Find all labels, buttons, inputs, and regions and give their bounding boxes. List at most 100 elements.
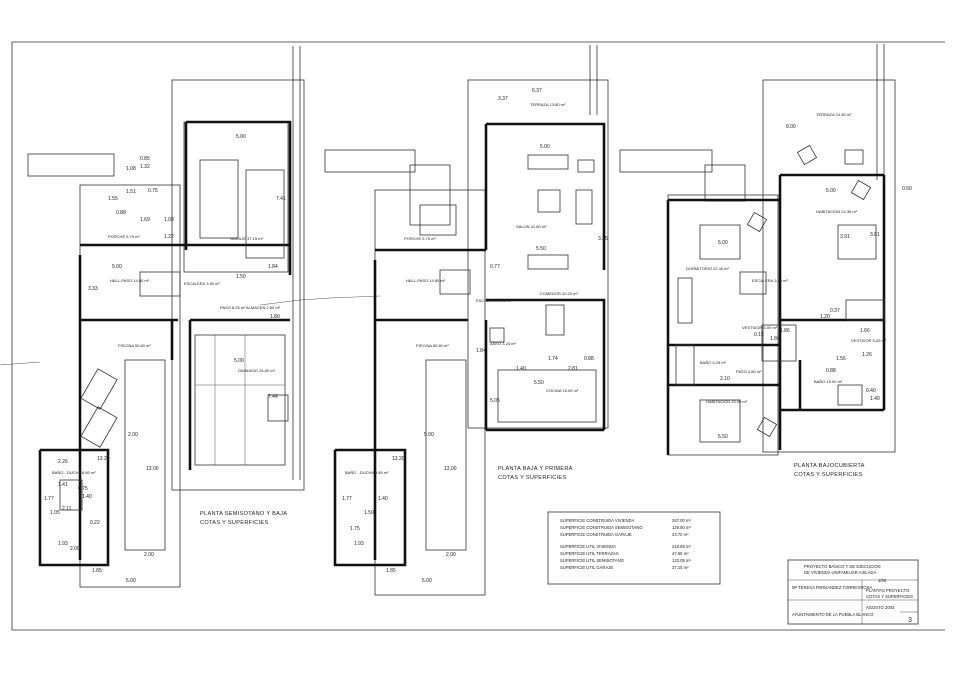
room-label-bano-1: BAÑO 6.25 m² <box>700 360 727 365</box>
dimension-label: 2.11 <box>62 506 72 512</box>
dimension-label: 0.88 <box>584 356 594 362</box>
room-label-terraza: TERRAZA 13.80 m² <box>530 102 566 107</box>
dimension-label: 13.00 <box>146 466 159 472</box>
dimension-label: 3.91 <box>840 234 850 240</box>
dimension-label: 6.37 <box>532 88 542 94</box>
dimension-label: 1.40 <box>82 494 92 500</box>
plan-2-dimensions: 6.37 3.37 5.00 0.77 3.35 5.50 1.74 0.88 … <box>342 88 608 584</box>
plan-baja-y-primera: TERRAZA 13.80 m² PORCHE 5.75 m² SALON 41… <box>324 45 609 596</box>
dimension-label: 5.00 <box>826 188 836 194</box>
dimension-label: 0.19 <box>754 332 764 338</box>
dimension-label: 2.00 <box>446 552 456 558</box>
surface-row-label: SUPERFICIE UTIL TERRAZAS <box>560 551 619 556</box>
room-label-salon: SALON 41.80 m² <box>516 224 547 229</box>
surface-row-label: SUPERFICIE UTIL SEMISOTANO <box>560 558 625 563</box>
dimension-label: 5.00 <box>422 578 432 584</box>
room-label-vestidor-1: VESTIDOR 5.00 m² <box>742 325 778 330</box>
room-label-comedor: COMEDOR 20.20 m² <box>540 291 578 296</box>
dimension-label: 13.20 <box>392 456 405 462</box>
dimension-label: 2.10 <box>720 376 730 382</box>
room-label-hall: HALL-PASO 14.80 m² <box>110 278 150 283</box>
dimension-label: 8.00 <box>786 124 796 130</box>
plan-1-furniture <box>59 159 289 551</box>
dimension-label: 1.20 <box>820 314 830 320</box>
dimension-label: 5.50 <box>534 380 544 386</box>
dimension-label: 1.40 <box>870 396 880 402</box>
room-label-habitacion-2: HABITACION 15.00 m² <box>706 399 748 404</box>
surface-row-value: 267.00 m² <box>672 518 691 523</box>
dimension-label: 7.41 <box>276 196 286 202</box>
room-label-porche: PORCHE 5.75 m² <box>404 236 436 241</box>
surface-row-label: SUPERFICIE CONSTRUIDA GARAJE <box>560 532 632 537</box>
dimension-label: 1.84 <box>476 348 486 354</box>
plan-bajocubierta: TERRAZA 24.30 m² HABITACION 24.35 m² DOR… <box>619 44 912 478</box>
surface-row-value: 37.15 m² <box>672 565 689 570</box>
dimension-label: 5.00 <box>234 358 244 364</box>
room-label-hall: HALL-PASO 14.80 m² <box>406 278 446 283</box>
dimension-label: 0.77 <box>490 264 500 270</box>
dimension-label: 1.69 <box>140 217 150 223</box>
plan-1-walls <box>38 120 292 567</box>
dimension-label: 7.44 <box>268 394 278 400</box>
author-name: Mª TERESA FERNANDEZ TORREGROSA <box>792 585 872 590</box>
drawing-date: AGOSTO 2004 <box>866 605 895 610</box>
dimension-label: 0.75 <box>78 486 88 492</box>
dimension-label: 1.05 <box>50 510 60 516</box>
dimension-label: 0.50 <box>902 186 912 192</box>
plan-2-furniture <box>425 154 597 551</box>
surface-row-value: 218.65 m² <box>672 544 691 549</box>
dimension-label: 1.77 <box>44 496 54 502</box>
surface-row-label: SUPERFICIE UTIL GARAJE <box>560 565 613 570</box>
dimension-label: 0.37 <box>830 308 840 314</box>
dimension-label: 5.05 <box>490 398 500 404</box>
plan-2-subtitle: COTAS Y SUPERFICIES <box>498 475 567 481</box>
room-label-vestidor-2: VESTIDOR 5.20 m² <box>851 338 887 343</box>
plan-2-title: PLANTA BAJA Y PRIMERA <box>498 466 573 472</box>
dimension-label: 2.00 <box>144 552 154 558</box>
plan-3-dimensions: 8.00 5.00 3.81 0.50 5.00 3.91 1.86 1.20 … <box>718 124 912 440</box>
room-label-escalera: ESCALERA 3.90 m² <box>184 281 220 286</box>
dimension-label: 1.08 <box>164 217 174 223</box>
title-block: PROYECTO BASICO Y DE EJECUCION DE VIVIEN… <box>787 559 919 625</box>
dimension-label: 0.22 <box>90 520 100 526</box>
room-label-dormitorio: DORMITORIO 22.40 m² <box>686 266 729 271</box>
dimension-label: 1.77 <box>342 496 352 502</box>
dimension-label: 1.84 <box>268 264 278 270</box>
dimension-label: 1.80 <box>270 314 280 320</box>
dimension-label: 5.00 <box>424 432 434 438</box>
dimension-label: 0.88 <box>826 368 836 374</box>
dimension-label: 3.37 <box>498 96 508 102</box>
room-label-escalera: ESCALERA 3.90 m² <box>476 298 512 303</box>
dimension-label: 1.26 <box>862 352 872 358</box>
dimension-label: 1.51 <box>126 189 136 195</box>
surface-row-value: 129.80 m² <box>672 525 691 530</box>
surface-row-label: SUPERFICIE UTIL VIVIENDA <box>560 544 616 549</box>
room-label-terraza: TERRAZA 24.30 m² <box>816 112 852 117</box>
dimension-label: 1.50 <box>236 274 246 280</box>
dimension-label: 0.75 <box>148 188 158 194</box>
dimension-label: 1.93 <box>58 541 68 547</box>
plan-3-furniture <box>675 144 885 443</box>
sheet-border <box>0 41 945 631</box>
dimension-label: 1.32 <box>140 164 150 170</box>
dimension-label: 1.84 <box>770 336 780 342</box>
plan-1-title: PLANTA SEMISOTANO Y BAJA <box>200 511 287 517</box>
surface-row-label: SUPERFICIE CONSTRUIDA SEMISOTANO <box>560 525 643 530</box>
dimension-label: 1.40 <box>516 366 526 372</box>
dimension-label: 5.00 <box>540 144 550 150</box>
dimension-label: 1.74 <box>548 356 558 362</box>
dimension-label: 2.26 <box>58 459 68 465</box>
dimension-label: 5.00 <box>126 578 136 584</box>
drawing-scale: 1/50 <box>878 578 887 583</box>
dimension-label: 1.66 <box>860 328 870 334</box>
dimension-label: 0.40 <box>866 388 876 394</box>
room-label-bano: BAÑO - DUCHA 6.80 m² <box>52 470 96 475</box>
dimension-label: 0.88 <box>116 210 126 216</box>
room-label-bano-2: BAÑO 15.90 m² <box>814 379 843 384</box>
sheet-number: 3 <box>908 617 912 624</box>
project-title: PROYECTO BASICO Y DE EJECUCION <box>804 564 881 569</box>
dimension-label: 13.00 <box>444 466 457 472</box>
dimension-label: 13.20 <box>97 456 110 462</box>
dimension-label: 2.81 <box>568 366 578 372</box>
